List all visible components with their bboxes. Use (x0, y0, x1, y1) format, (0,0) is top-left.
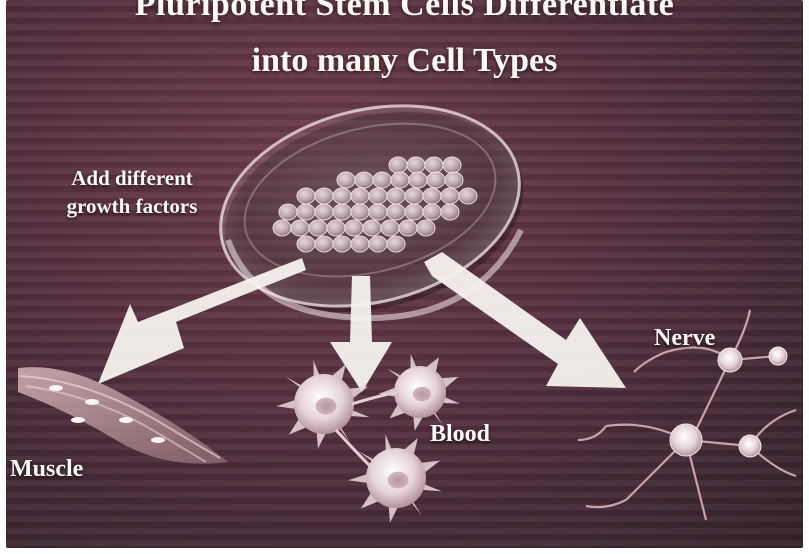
stem-cell (345, 220, 363, 236)
growth-label-line-2: growth factors (32, 192, 232, 220)
stem-cell (273, 220, 291, 236)
stem-cell (409, 172, 427, 188)
stem-cell (297, 236, 315, 252)
stem-cell (407, 157, 425, 173)
stem-cell (315, 188, 333, 204)
stem-cell (333, 188, 351, 204)
neuron (739, 435, 761, 457)
stem-cell (369, 188, 387, 204)
nerve-fiber (634, 352, 666, 372)
stem-cell (327, 220, 345, 236)
stem-cell (369, 204, 387, 220)
stem-cell (373, 172, 391, 188)
growth-factors-label: Add different growth factors (32, 164, 232, 220)
stem-cell (315, 236, 333, 252)
stem-cell (369, 236, 387, 252)
muscle-tissue (18, 367, 228, 464)
neuron (769, 347, 787, 365)
title-line-2: into many Cell Types (6, 42, 803, 80)
stem-cell (387, 236, 405, 252)
stem-cell (279, 204, 297, 220)
stem-cell (363, 220, 381, 236)
stem-cell (351, 204, 369, 220)
stem-cell (391, 172, 409, 188)
blood-cell (348, 434, 442, 523)
stem-cell (405, 188, 423, 204)
stem-cell (333, 236, 351, 252)
stem-cell (443, 157, 461, 173)
stem-cell (423, 188, 441, 204)
stem-cell (351, 188, 369, 204)
diagram-artwork (6, 0, 803, 548)
stem-cell (309, 220, 327, 236)
neuron (670, 424, 702, 456)
neuron (718, 348, 742, 372)
arrow-to-muscle (98, 258, 306, 384)
nerve-fiber (578, 426, 606, 440)
stem-cell (351, 236, 369, 252)
title-line-1: Pluripotent Stem Cells Differentiate (6, 0, 803, 24)
stem-cell (417, 220, 435, 236)
nerve-fiber (586, 500, 626, 507)
stem-cell (441, 204, 459, 220)
stem-cell (297, 188, 315, 204)
growth-label-line-1: Add different (32, 164, 232, 192)
stem-cell (315, 204, 333, 220)
blood-label: Blood (430, 421, 490, 448)
stem-cell (337, 172, 355, 188)
stem-cell (333, 204, 351, 220)
stem-cell (425, 157, 443, 173)
stem-cell (399, 220, 417, 236)
stem-cell (445, 172, 463, 188)
muscle-label: Muscle (10, 456, 83, 483)
slide-background: Pluripotent Stem Cells Differentiate int… (6, 0, 803, 548)
stem-cell (441, 188, 459, 204)
arrow-to-nerve (424, 252, 626, 388)
stem-cell (459, 188, 477, 204)
nerve-label: Nerve (654, 325, 715, 352)
stem-cell (291, 220, 309, 236)
stem-cell (405, 204, 423, 220)
stem-cell (387, 188, 405, 204)
stem-cell (389, 157, 407, 173)
stem-cell (355, 172, 373, 188)
stem-cell (427, 172, 445, 188)
stem-cell (297, 204, 315, 220)
stem-cell (381, 220, 399, 236)
stem-cell (423, 204, 441, 220)
stem-cell (387, 204, 405, 220)
